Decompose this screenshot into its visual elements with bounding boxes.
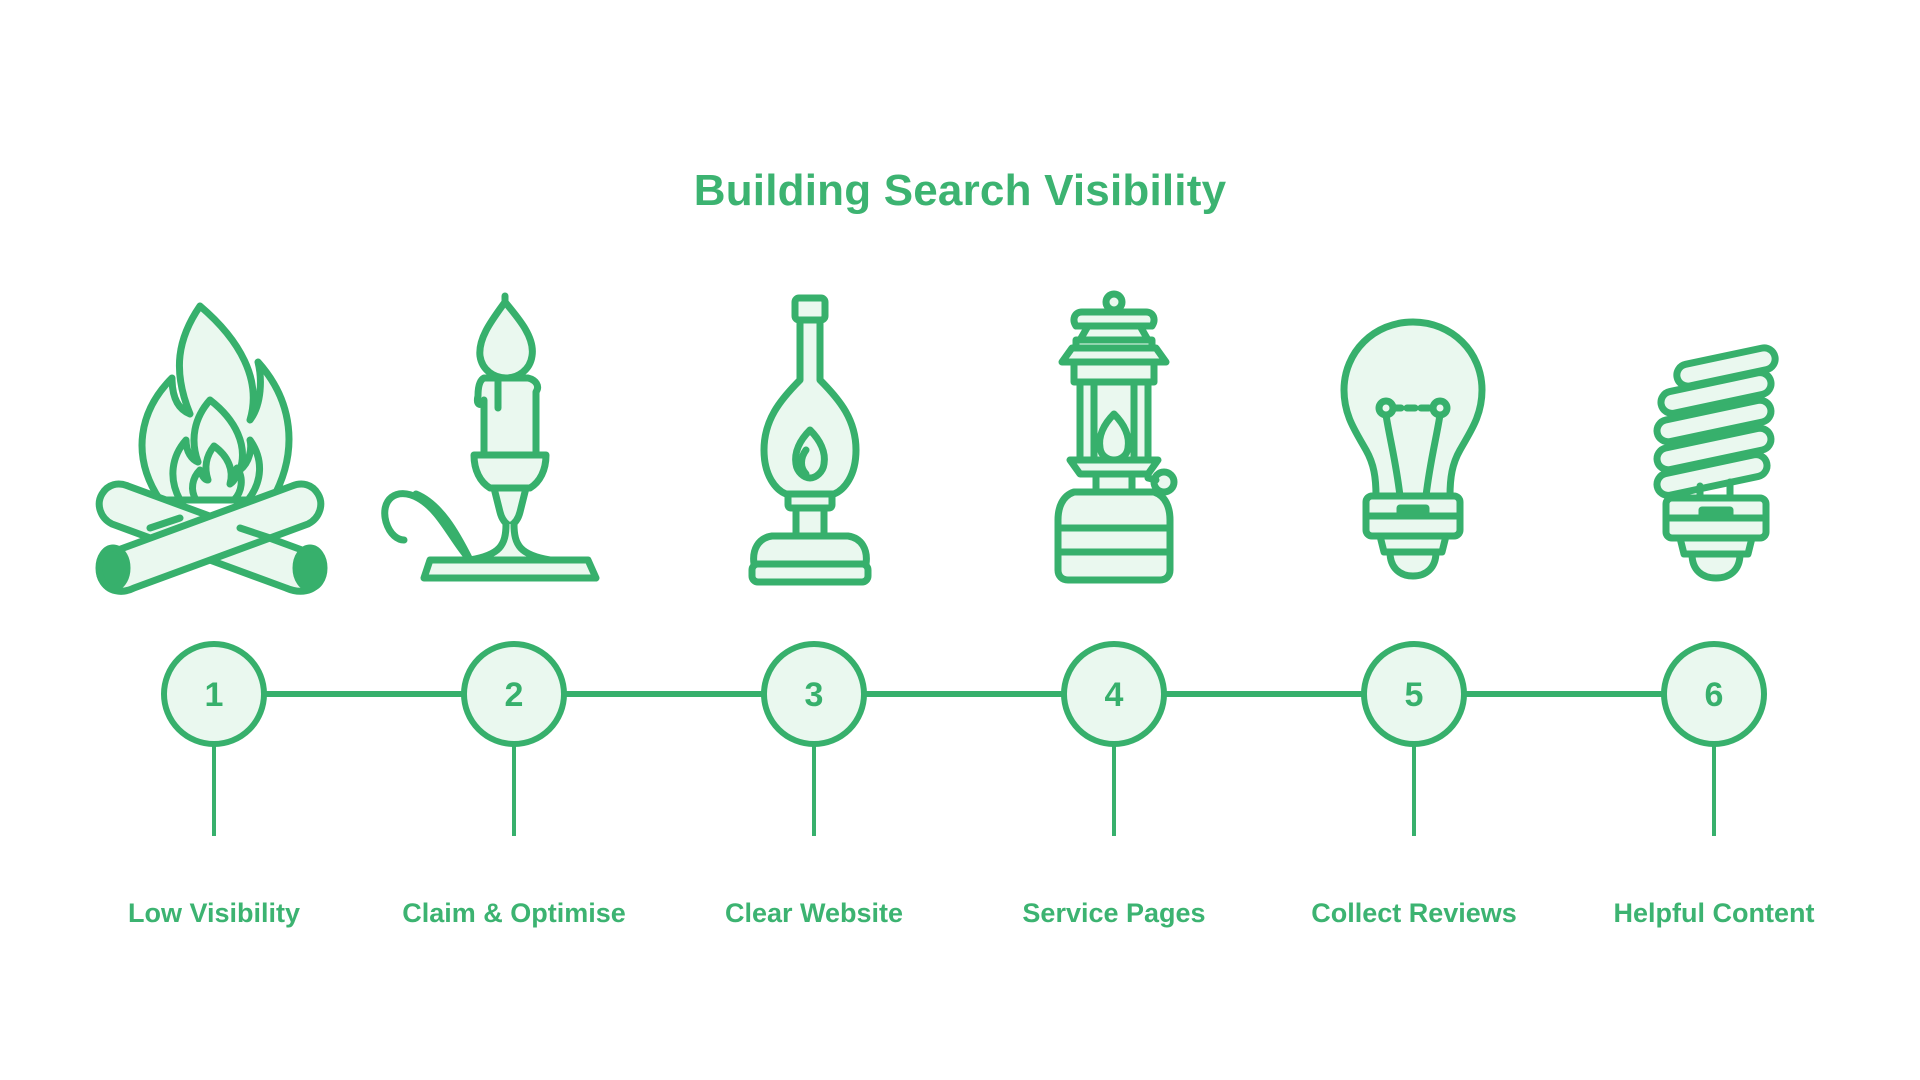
oil-lamp-icon bbox=[748, 294, 872, 586]
step-number: 5 bbox=[1405, 676, 1424, 714]
step-label: Clear Website bbox=[724, 898, 904, 928]
step-circle bbox=[161, 641, 267, 747]
step-number: 3 bbox=[805, 676, 824, 714]
candle-icon bbox=[381, 292, 600, 582]
step-label: Service Pages bbox=[1022, 898, 1206, 928]
step-circle bbox=[1361, 641, 1467, 747]
step-circle bbox=[461, 641, 567, 747]
cfl-bulb-icon bbox=[1653, 344, 1779, 582]
step-label: Collect Reviews bbox=[1311, 898, 1517, 928]
step-label: Claim & Optimise bbox=[402, 898, 626, 928]
step-circle bbox=[1061, 641, 1167, 747]
lantern-icon bbox=[1054, 290, 1178, 584]
step-circle bbox=[761, 641, 867, 747]
step-number: 4 bbox=[1105, 676, 1124, 714]
step-label: Helpful Content bbox=[1613, 898, 1815, 928]
diagram-title: Building Search Visibility bbox=[693, 166, 1227, 215]
step-circle bbox=[1661, 641, 1767, 747]
campfire-icon bbox=[95, 302, 328, 595]
step-number: 6 bbox=[1705, 676, 1724, 714]
light-bulb-icon bbox=[1340, 318, 1486, 580]
step-number: 2 bbox=[505, 676, 524, 714]
step-number: 1 bbox=[205, 676, 224, 714]
step-label: Low Visibility bbox=[127, 898, 301, 928]
